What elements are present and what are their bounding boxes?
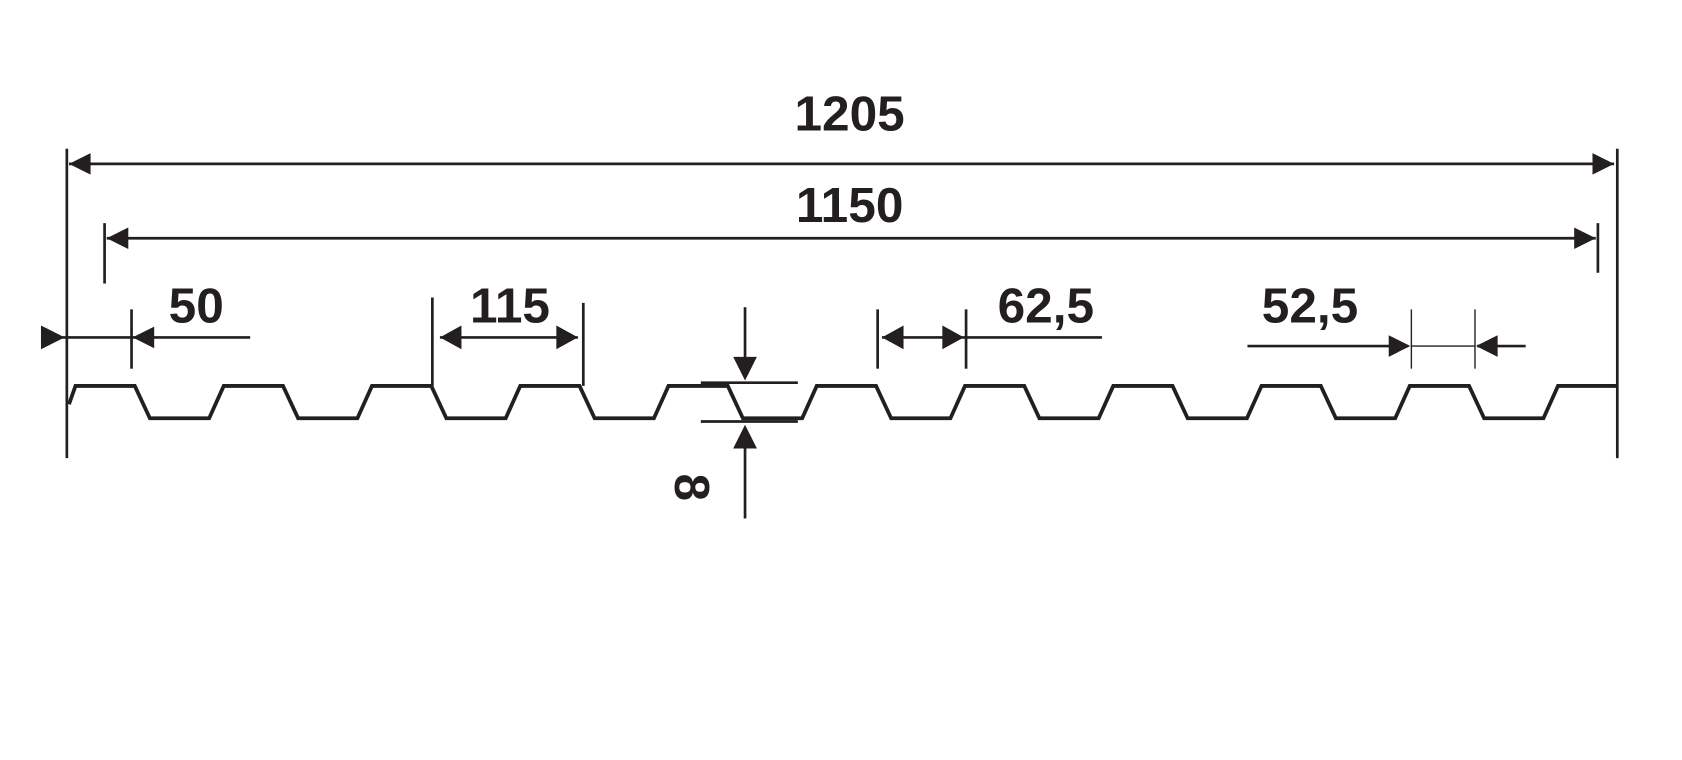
arrow-right-icon: [1574, 227, 1596, 250]
dimension-label-edge-offset: 50: [169, 277, 224, 333]
arrow-left-icon: [132, 326, 155, 349]
arrow-left-icon: [439, 325, 462, 350]
arrow-right-icon: [1388, 335, 1411, 357]
arrow-left-icon: [1476, 335, 1498, 357]
arrow-right-icon: [40, 325, 65, 350]
dimension-label-total-width: 1205: [794, 85, 904, 141]
arrow-left-icon: [881, 325, 904, 350]
arrow-right-icon: [942, 325, 964, 350]
arrow-right-icon: [556, 325, 578, 350]
dimension-label-valley-width: 52,5: [1262, 277, 1359, 333]
dimension-label-effective-width: 1150: [796, 177, 904, 233]
dimension-label-rib-width: 62,5: [998, 277, 1095, 333]
arrow-left-icon: [69, 153, 91, 175]
arrow-left-icon: [106, 227, 129, 250]
dimension-label-profile-height: 8: [664, 473, 720, 501]
dimension-label-crest-spacing: 115: [470, 277, 550, 333]
arrow-up-icon: [733, 424, 757, 449]
sheet-profile: [67, 384, 1618, 421]
arrow-right-icon: [1592, 153, 1615, 175]
arrow-down-icon: [733, 356, 757, 381]
